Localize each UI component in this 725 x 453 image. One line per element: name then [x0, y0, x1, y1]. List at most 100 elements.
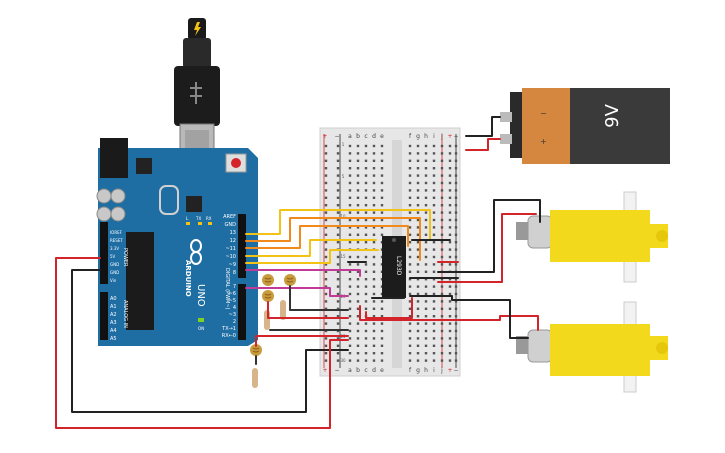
power-header-title: POWER — [122, 248, 128, 267]
wire-sensor-ldr — [289, 285, 349, 311]
breadboard-hole — [364, 204, 368, 207]
breadboard-hole — [432, 167, 436, 170]
breadboard-hole — [356, 211, 360, 214]
digital-pin-label: 12 — [230, 238, 236, 244]
power-pin-label: GND — [110, 270, 119, 275]
digital-pin-label: 8 — [233, 270, 236, 276]
breadboard-hole — [348, 196, 352, 199]
breadboard-hole — [416, 218, 420, 222]
breadboard-hole — [416, 196, 420, 199]
breadboard-hole — [432, 329, 436, 333]
breadboard-hole — [440, 263, 444, 266]
wire-battery-pos — [465, 138, 501, 151]
breadboard-hole — [448, 352, 452, 355]
arduino-model: UNO — [195, 284, 206, 307]
breadboard-hole — [364, 285, 368, 288]
breadboard-hole — [372, 263, 376, 266]
breadboard-hole — [356, 292, 360, 296]
breadboard-hole — [348, 211, 352, 214]
digital-pin-label: 4 — [233, 305, 236, 311]
breadboard-hole — [432, 144, 436, 148]
breadboard-hole — [364, 352, 368, 355]
breadboard-hole — [324, 352, 328, 355]
breadboard-hole — [364, 159, 368, 162]
breadboard-hole — [440, 174, 444, 177]
breadboard-hole — [372, 196, 376, 199]
breadboard-hole — [364, 322, 368, 325]
breadboard-hole — [348, 144, 352, 148]
breadboard-hole — [448, 292, 452, 296]
breadboard-hole — [348, 292, 352, 296]
breadboard-hole — [448, 218, 452, 222]
breadboard-hole — [408, 359, 412, 362]
digital-pin-label: 7 — [233, 284, 236, 290]
power-jack — [100, 138, 128, 178]
breadboard-hole — [424, 233, 428, 236]
breadboard-hole — [336, 167, 340, 170]
breadboard-hole — [380, 300, 384, 303]
breadboard-hole — [408, 211, 412, 214]
power-pin-label: 3.3V — [110, 246, 119, 251]
breadboard-hole — [364, 344, 368, 347]
column-letter: e — [380, 133, 384, 140]
breadboard-hole — [454, 218, 458, 222]
breadboard-hole — [408, 337, 412, 340]
breadboard-hole — [424, 226, 428, 229]
chip-label: L293D — [395, 256, 402, 276]
breadboard-hole — [356, 226, 360, 229]
breadboard-hole — [432, 337, 436, 340]
breadboard-hole — [416, 292, 420, 296]
breadboard-hole — [448, 300, 452, 303]
breadboard-hole — [324, 255, 328, 259]
breadboard-hole — [348, 344, 352, 347]
on-led-label: ON — [198, 326, 204, 331]
breadboard-hole — [336, 344, 340, 347]
breadboard-hole — [432, 218, 436, 222]
breadboard-hole — [380, 204, 384, 207]
usb-cable — [174, 18, 220, 161]
column-letter: g — [416, 133, 420, 140]
wire-pin9 — [245, 249, 379, 264]
breadboard-hole — [448, 189, 452, 192]
breadboard-hole — [348, 233, 352, 236]
breadboard-hole — [432, 174, 436, 177]
breadboard-hole — [380, 218, 384, 222]
microcontroller-chip — [126, 232, 154, 330]
breadboard-hole — [356, 329, 360, 333]
breadboard-hole — [448, 181, 452, 185]
breadboard-hole — [324, 189, 328, 192]
breadboard-hole — [372, 152, 376, 155]
wire-motor-bottom — [409, 295, 529, 339]
breadboard-hole — [336, 241, 340, 244]
breadboard-hole — [448, 196, 452, 199]
breadboard-hole — [356, 359, 360, 362]
wire-motor-top — [437, 199, 541, 273]
breadboard-hole — [454, 152, 458, 155]
breadboard-hole — [440, 167, 444, 170]
breadboard-hole — [336, 144, 340, 148]
breadboard-hole — [364, 300, 368, 303]
breadboard-hole — [408, 174, 412, 177]
breadboard-hole — [416, 352, 420, 355]
breadboard-hole — [432, 248, 436, 251]
breadboard-hole — [336, 322, 340, 325]
breadboard-hole — [356, 315, 360, 318]
breadboard-hole — [336, 315, 340, 318]
battery-label: 9V — [602, 103, 623, 127]
breadboard-hole — [440, 248, 444, 251]
breadboard-hole — [432, 204, 436, 207]
breadboard-hole — [454, 255, 458, 259]
column-letter: b — [356, 367, 360, 374]
breadboard-hole — [324, 337, 328, 340]
digital-pin-label: ~3 — [229, 312, 236, 318]
row-number: 15 — [340, 254, 346, 259]
breadboard-hole — [348, 255, 352, 259]
breadboard-hole — [336, 270, 340, 273]
breadboard-hole — [408, 329, 412, 333]
breadboard-hole — [416, 167, 420, 170]
breadboard-hole — [348, 174, 352, 177]
breadboard-hole — [454, 285, 458, 288]
breadboard-hole — [454, 329, 458, 333]
breadboard-hole — [408, 352, 412, 355]
breadboard-hole — [416, 159, 420, 162]
